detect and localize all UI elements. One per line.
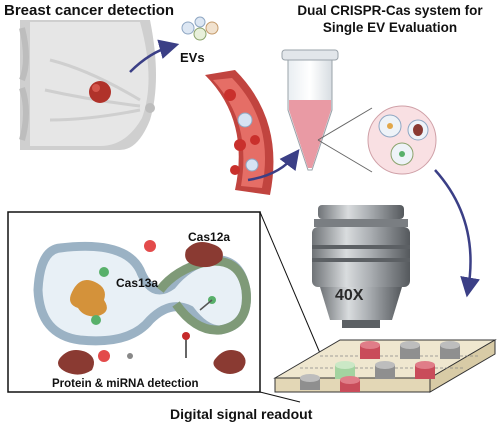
breast-illustration <box>19 20 156 150</box>
digital-signal-readout-label: Digital signal readout <box>170 406 313 422</box>
title-dual-crispr-line1: Dual CRISPR-Cas system for <box>297 3 483 18</box>
evs-label: EVs <box>180 50 205 65</box>
cas13a-label: Cas13a <box>116 276 159 290</box>
cas12a-protein-icon <box>185 242 223 268</box>
arrow-breast-to-evs <box>129 39 180 73</box>
chip-wells <box>300 341 460 392</box>
objective-magnification-label: 40X <box>335 287 364 304</box>
zoom-line-4 <box>259 391 301 403</box>
cas12a-free-icons <box>58 240 246 375</box>
protein-mirna-detection-label: Protein & miRNA detection <box>52 378 199 390</box>
title-dual-crispr: Dual CRISPR-Cas system for Single EV Eva… <box>282 2 498 36</box>
test-tube-icon <box>281 49 339 171</box>
magnified-evs-view <box>367 105 437 175</box>
zoom-line-1 <box>317 107 373 141</box>
objective-lens-icon <box>312 205 410 328</box>
arrow-view-to-objective <box>434 169 480 298</box>
blood-vessel-illustration <box>205 70 274 195</box>
tumor-icon <box>89 81 111 103</box>
arrow-vessel-to-tube <box>247 149 300 182</box>
title-dual-crispr-line2: Single EV Evaluation <box>322 20 458 35</box>
cas12a-label: Cas12a <box>188 230 231 244</box>
zoom-line-2 <box>317 139 373 173</box>
evs-icon <box>181 16 219 41</box>
zoom-line-3 <box>259 211 329 373</box>
title-breast-cancer-detection: Breast cancer detection <box>4 2 175 19</box>
